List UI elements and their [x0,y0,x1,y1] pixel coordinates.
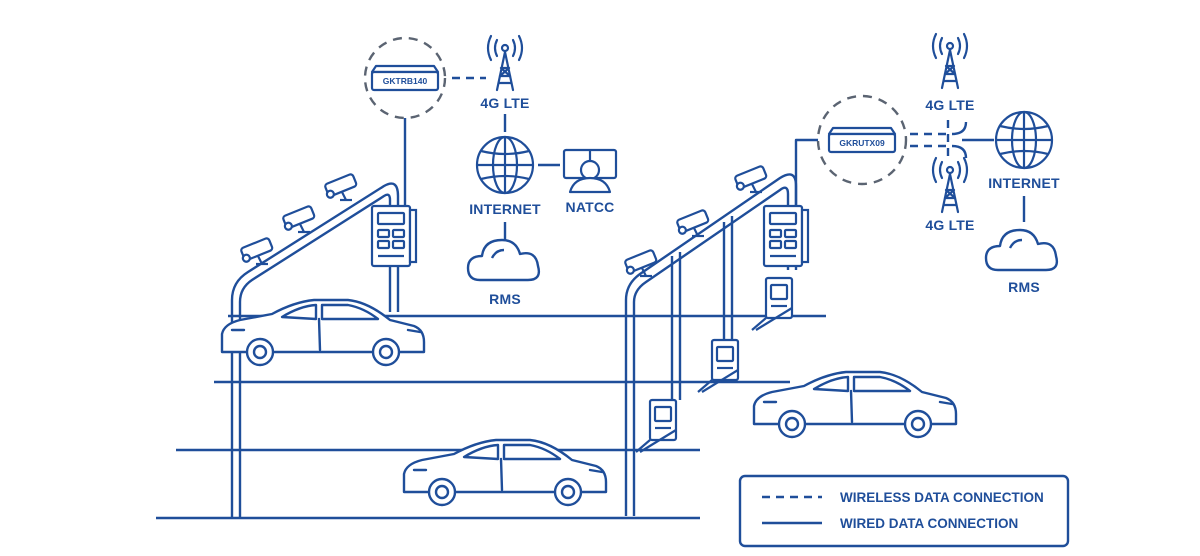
left-rms-label: RMS [489,291,521,307]
cell-tower-icon [931,156,969,214]
control-cabinet-icon [370,204,418,268]
cell-tower-icon [486,34,524,92]
camera-icon [281,204,317,234]
cell-tower-icon [931,32,969,90]
right-device-label: GKRUTX09 [839,138,885,148]
cloud-icon [466,238,541,282]
globe-icon [475,135,535,195]
left-internet-label: INTERNET [469,201,541,217]
left-lte-label: 4G LTE [480,95,529,111]
kiosk-icon [696,338,740,394]
control-cabinet-icon [762,204,810,268]
globe-icon [994,110,1054,170]
right-rms-label: RMS [1008,279,1040,295]
cloud-icon [984,228,1059,272]
legend-box [738,474,1070,548]
camera-icon [623,248,659,278]
right-lte-bottom-label: 4G LTE [925,217,974,233]
right-wireless-links [910,120,950,160]
left-device-label: GKTRB140 [383,76,428,86]
kiosk-icon [634,398,678,454]
right-lte-top-label: 4G LTE [925,97,974,113]
right-internet-label: INTERNET [988,175,1060,191]
legend-wired-label: WIRED DATA CONNECTION [840,516,1018,531]
camera-icon [733,164,769,194]
kiosk-icon [750,276,794,332]
legend-wireless-label: WIRELESS DATA CONNECTION [840,490,1044,505]
natcc-label: NATCC [566,199,615,215]
right-pole [624,138,820,516]
camera-icon [675,208,711,238]
camera-icon [323,172,359,202]
operator-icon [562,148,618,194]
left-pole [230,118,407,518]
right-wired-links [951,121,994,159]
car-icon [220,298,426,367]
